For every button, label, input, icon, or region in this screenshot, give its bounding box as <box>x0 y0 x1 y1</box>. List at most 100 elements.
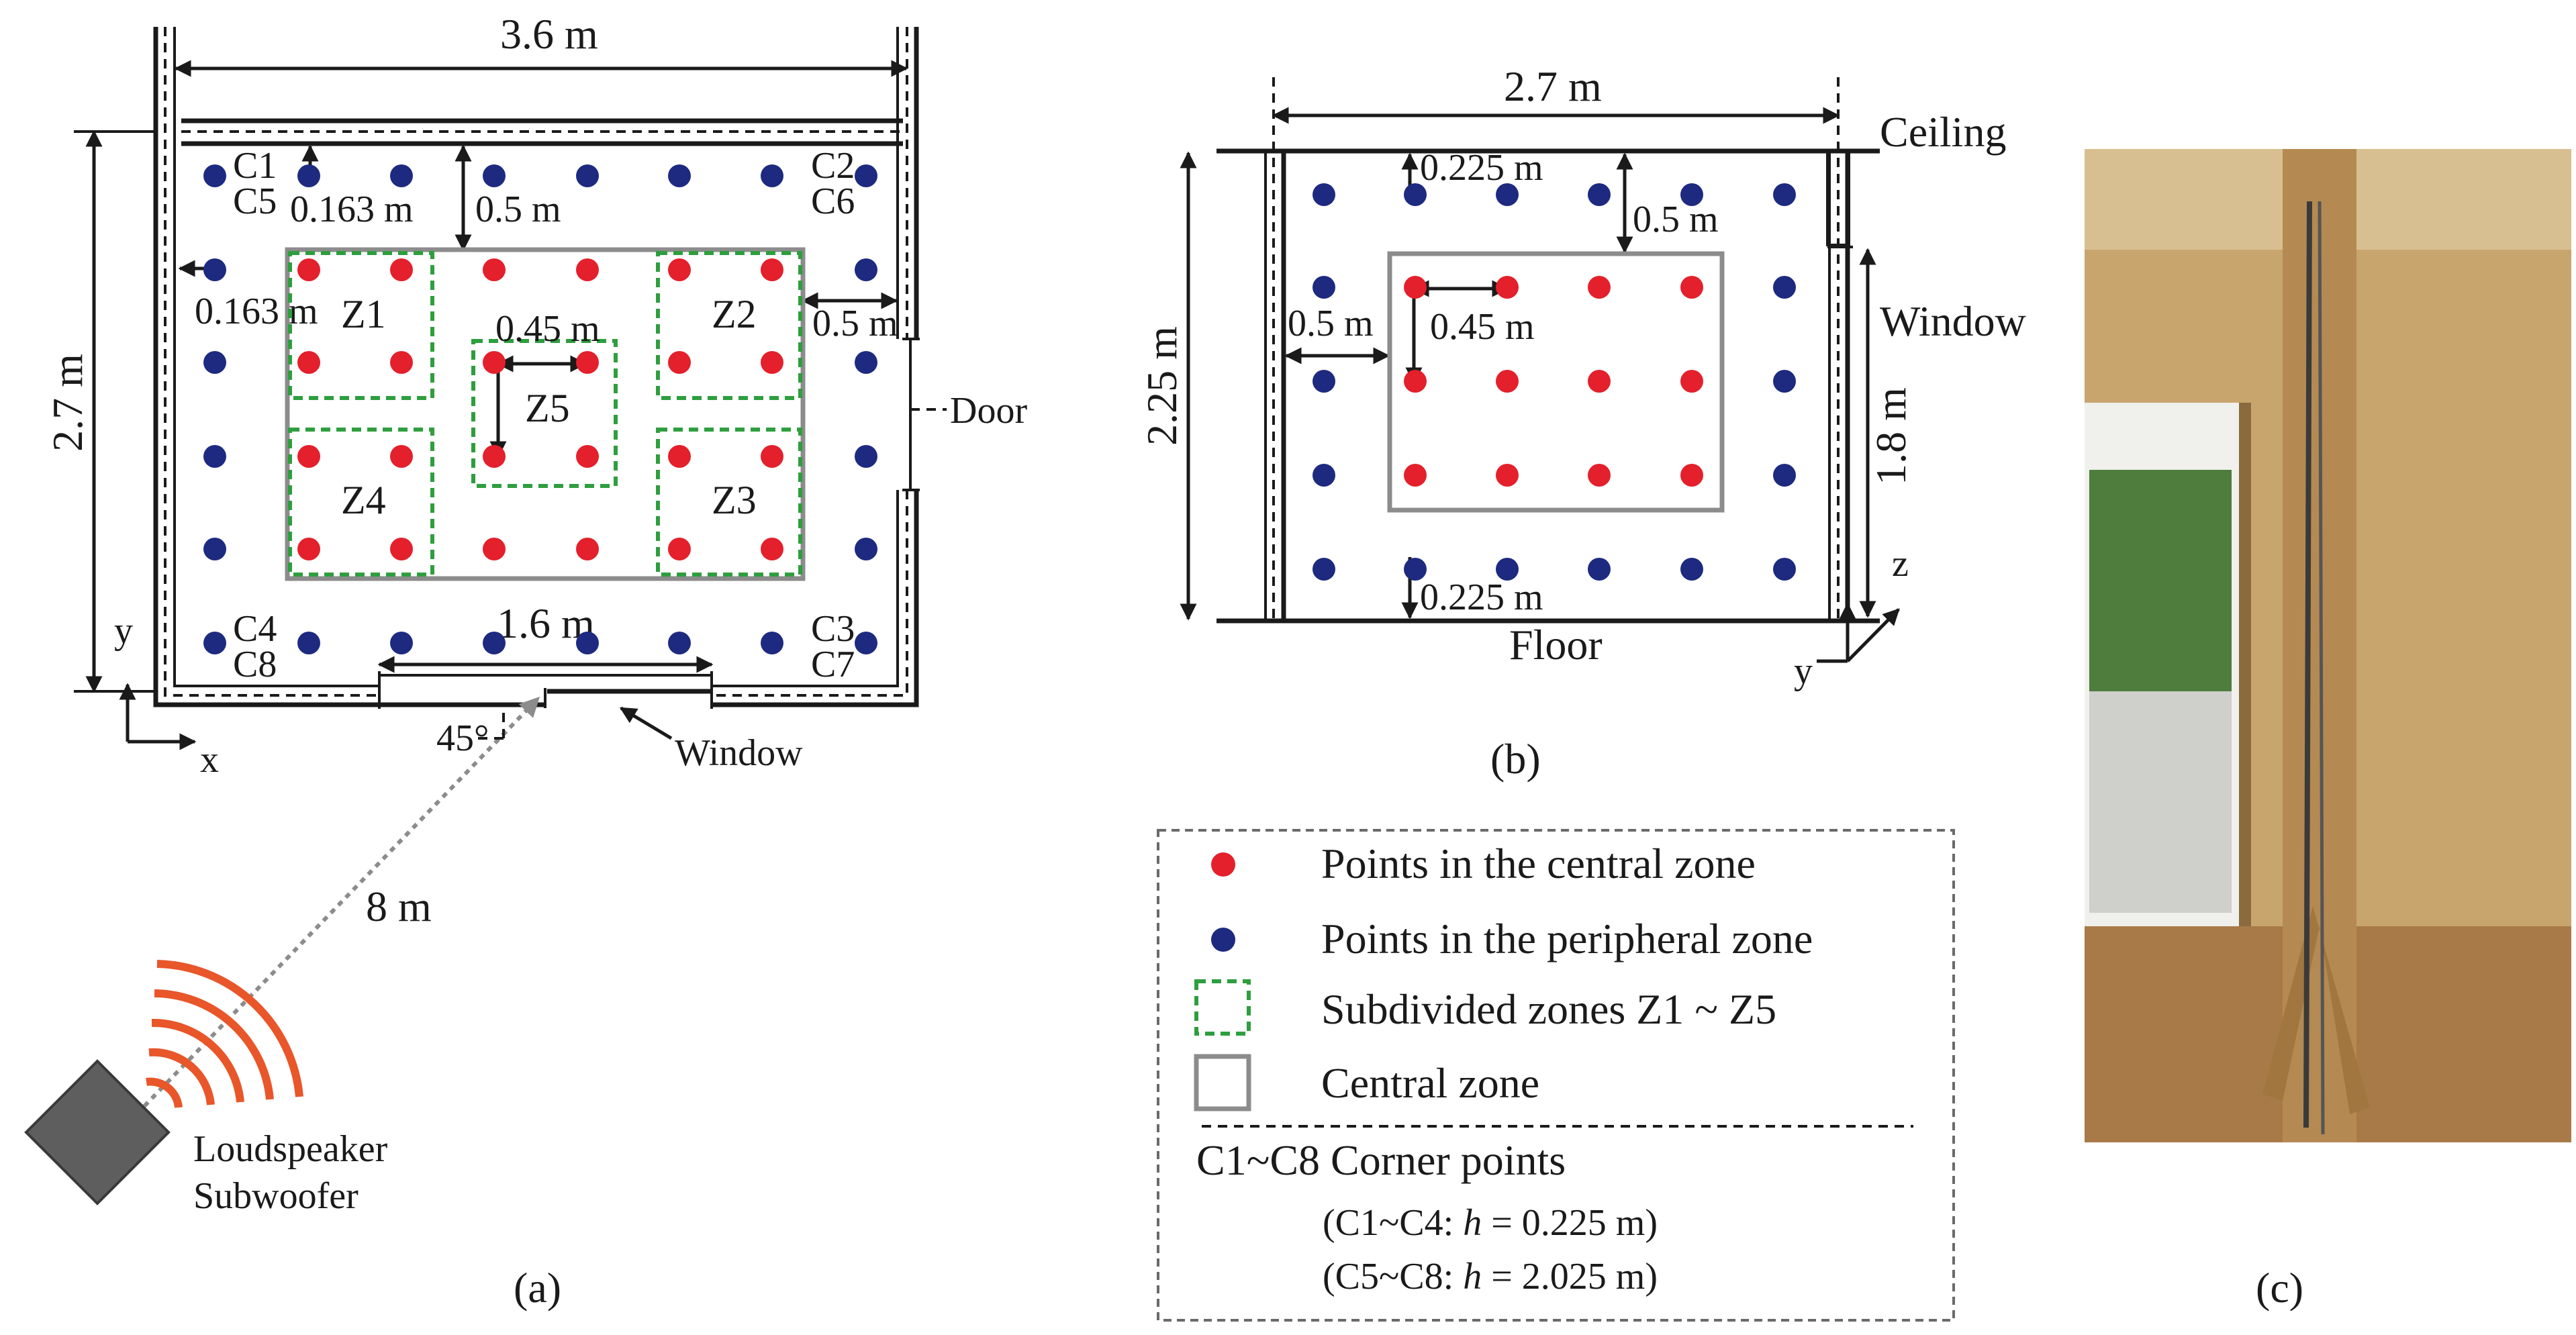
central-zone-b <box>1387 251 1725 513</box>
legend-central-box <box>1194 1054 1251 1111</box>
central-point <box>761 445 783 468</box>
legend-subdivided: Subdivided zones Z1 ~ Z5 <box>1321 985 1776 1033</box>
subzone-z4 <box>288 428 434 577</box>
central-point <box>1496 276 1519 299</box>
peripheral-point <box>203 258 226 281</box>
subzone-z1 <box>288 251 434 400</box>
central-point <box>483 445 506 468</box>
peripheral-point <box>203 632 226 654</box>
peripheral-point <box>390 164 413 187</box>
peripheral-point <box>483 632 506 654</box>
central-point <box>390 538 413 560</box>
width-label: 3.6 m <box>500 10 598 58</box>
angle-label: 45° <box>436 718 489 759</box>
b-dim-05-left: 0.5 m <box>1288 303 1374 344</box>
legend-central-points: Points in the central zone <box>1321 840 1756 887</box>
axis-y-a: y <box>114 610 133 652</box>
peripheral-point <box>1404 183 1427 206</box>
panel-b-section: 2.7 m 2.25 m Ceiling Floor Window 1.8 m … <box>1138 62 2026 783</box>
door: Door <box>902 338 1027 491</box>
subzone-z5 <box>471 339 618 488</box>
peripheral-point <box>203 445 226 468</box>
peripheral-point <box>1404 558 1427 581</box>
central-point <box>297 258 320 281</box>
central-point <box>668 351 691 374</box>
b-width-label: 2.7 m <box>1504 62 1602 110</box>
room-walls <box>153 27 919 707</box>
peripheral-point <box>297 632 320 654</box>
peripheral-point <box>1680 558 1703 581</box>
floor-label: Floor <box>1509 621 1603 669</box>
central-point <box>297 538 320 560</box>
peripheral-point <box>203 164 226 187</box>
b-dim-05-top: 0.5 m <box>1633 199 1719 240</box>
central-point <box>1404 464 1427 487</box>
peripheral-point <box>1680 183 1703 206</box>
ceiling-label: Ceiling <box>1880 108 2006 156</box>
sound-waves-icon <box>146 960 303 1108</box>
dim-0163-left: 0.163 m <box>195 291 318 332</box>
caption-a: (a) <box>514 1264 561 1312</box>
central-point <box>761 351 783 374</box>
caption-c: (c) <box>2256 1264 2303 1312</box>
central-point <box>1496 464 1519 487</box>
central-point <box>576 538 599 560</box>
panel-a-floor-plan: Door Window 3.6 m 2.7 m C1 C5 C2 C6 C4 C… <box>24 10 1027 1312</box>
caption-b: (b) <box>1490 735 1541 783</box>
peripheral-point <box>1496 183 1519 206</box>
zone-label-z2: Z2 <box>712 292 757 336</box>
height-label: 2.7 m <box>44 354 91 452</box>
peripheral-point <box>855 445 877 468</box>
corner-c6: C6 <box>811 181 855 222</box>
central-point <box>1588 276 1611 299</box>
b-dim-0225-top: 0.225 m <box>1420 147 1543 189</box>
central-point <box>483 258 506 281</box>
legend-c5-c8: (C5~C8: h = 2.025 m) <box>1323 1256 1658 1297</box>
legend: Points in the central zone Points in the… <box>1157 829 1955 1322</box>
central-point <box>297 445 320 468</box>
legend-central-zone: Central zone <box>1321 1059 1539 1107</box>
peripheral-point <box>576 632 599 654</box>
peripheral-point <box>855 632 877 654</box>
photo-window-trees <box>2089 470 2232 691</box>
central-point <box>297 351 320 374</box>
photo-stand <box>2262 906 2370 1114</box>
peripheral-point <box>855 164 877 187</box>
corner-c7: C7 <box>811 644 855 685</box>
b-height-label: 2.25 m <box>1138 326 1186 446</box>
corner-c1: C1 <box>233 145 277 187</box>
central-point <box>1404 276 1427 299</box>
peripheral-point <box>1313 276 1335 299</box>
peripheral-point <box>1773 370 1796 393</box>
legend-subzone-box <box>1194 979 1251 1036</box>
central-zone-a <box>285 247 806 581</box>
zone-label-z4: Z4 <box>341 478 386 522</box>
central-point <box>761 538 783 560</box>
central-point <box>390 445 413 468</box>
b-dim-045: 0.45 m <box>1430 306 1535 348</box>
central-point <box>483 351 506 374</box>
measurement-points-a <box>203 164 877 654</box>
legend-red-dot <box>1211 852 1235 877</box>
central-point <box>483 538 506 560</box>
corner-c4: C4 <box>233 608 277 650</box>
axis-y-b: y <box>1794 650 1813 692</box>
peripheral-point <box>761 632 783 654</box>
legend-blue-dot <box>1211 928 1235 952</box>
b-window-label: Window <box>1880 297 2026 345</box>
corner-c2: C2 <box>811 145 855 187</box>
peripheral-point <box>855 258 877 281</box>
central-point <box>1680 464 1703 487</box>
panel-c-photo: (c) <box>2085 149 2571 1312</box>
central-point <box>1588 370 1611 393</box>
peripheral-point <box>668 164 691 187</box>
peripheral-point <box>203 538 226 560</box>
peripheral-point <box>1773 558 1796 581</box>
dim-05-right: 0.5 m <box>812 303 898 344</box>
peripheral-point <box>1313 183 1335 206</box>
door-label: Door <box>950 390 1027 432</box>
peripheral-point <box>855 351 877 374</box>
central-point <box>576 258 599 281</box>
corner-c5: C5 <box>233 181 277 222</box>
dim-0163-top: 0.163 m <box>290 189 414 230</box>
